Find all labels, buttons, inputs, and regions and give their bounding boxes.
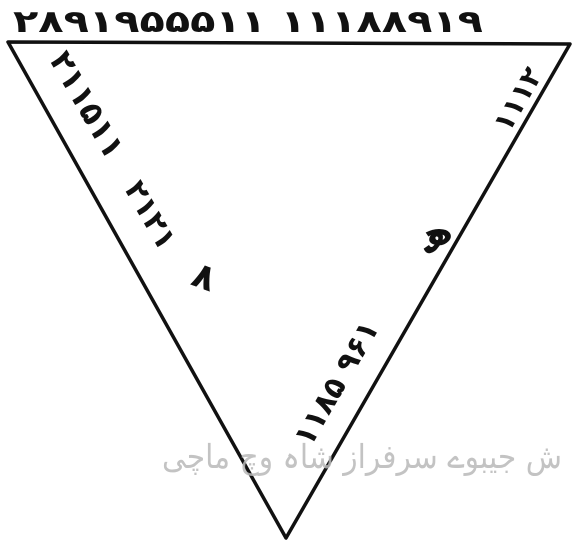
top-edge-numerals: ۲۸۹۱۹۵۵۵۱۱ ۱۱۱۸۸۹۱۹ bbox=[13, 4, 483, 40]
left-edge-upper-numerals: ۲۱۱۵۱۱ bbox=[42, 44, 134, 164]
watermark-stamp: ش جیبوے سرفراز شاہ وچ ماچی bbox=[162, 437, 562, 477]
right-edge-middle-letter: ھ bbox=[405, 207, 459, 263]
right-edge-lower-numerals: ۱۱۸۵ ۹۶۱ bbox=[287, 314, 387, 452]
left-edge-middle-numerals: ۲۱۲۱ bbox=[117, 175, 184, 256]
inverted-triangle bbox=[6, 40, 572, 540]
left-edge-lower-numeral: ۸ bbox=[187, 254, 222, 300]
